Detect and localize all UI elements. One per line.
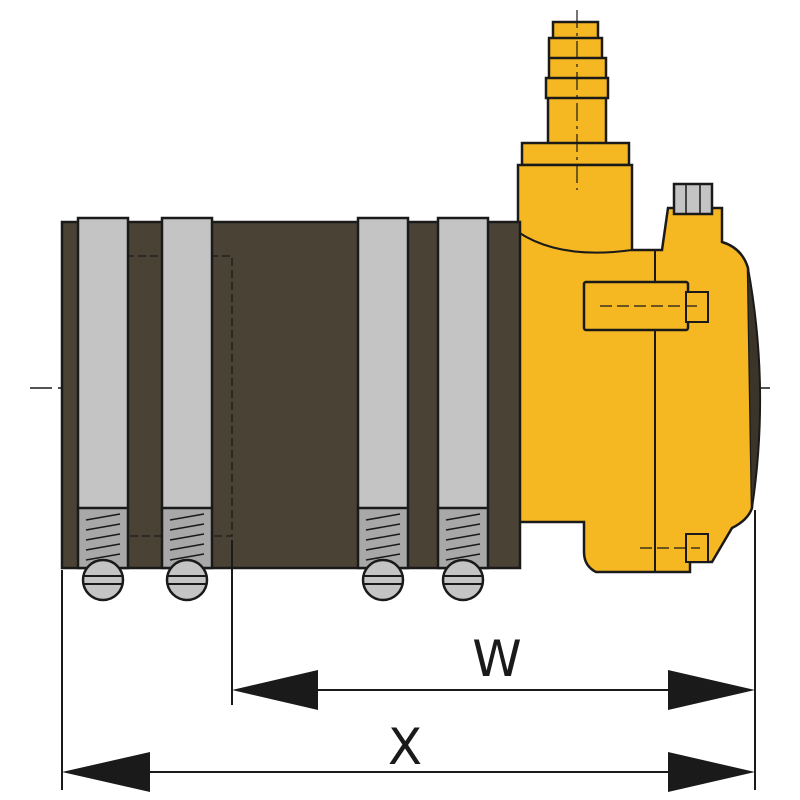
dimension-x-arrow-right — [668, 752, 755, 792]
dimension-x: X — [62, 718, 755, 792]
band-1-screw-head — [81, 558, 125, 602]
clamp-band-2 — [160, 216, 214, 602]
band-1-thread — [85, 513, 121, 561]
top-bolt — [672, 182, 714, 216]
clamp-band-1 — [76, 216, 130, 602]
clamp-band-4 — [436, 216, 490, 602]
band-4-strip — [436, 216, 490, 512]
internal-outline — [78, 255, 233, 537]
housing-section-line — [517, 231, 633, 254]
band-3-screw-housing — [356, 506, 410, 570]
housing-main — [516, 163, 754, 574]
slot-bolt — [685, 291, 709, 323]
dimension-x-arrow-left — [62, 752, 150, 792]
barb-nut — [520, 141, 631, 167]
dimension-w-arrow-right — [668, 670, 755, 710]
end-cap — [747, 267, 762, 509]
dimension-w: W — [232, 630, 755, 710]
band-4-screw-housing — [436, 506, 490, 570]
band-3-thread — [365, 513, 401, 561]
band-4-screw-head — [441, 558, 485, 602]
band-2-screw-head — [165, 558, 209, 602]
dimension-x-label: X — [388, 718, 422, 776]
band-1-screw-housing — [76, 506, 130, 570]
band-3-strip — [356, 216, 410, 512]
band-4-thread — [445, 513, 481, 561]
band-2-thread — [169, 513, 205, 561]
dimension-w-arrow-left — [232, 670, 318, 710]
band-2-strip — [160, 216, 214, 512]
pump-housing — [516, 10, 762, 574]
band-1-strip — [76, 216, 130, 512]
band-3-screw-head — [361, 558, 405, 602]
clamp-band-3 — [356, 216, 410, 602]
dimension-w-label: W — [472, 630, 521, 688]
